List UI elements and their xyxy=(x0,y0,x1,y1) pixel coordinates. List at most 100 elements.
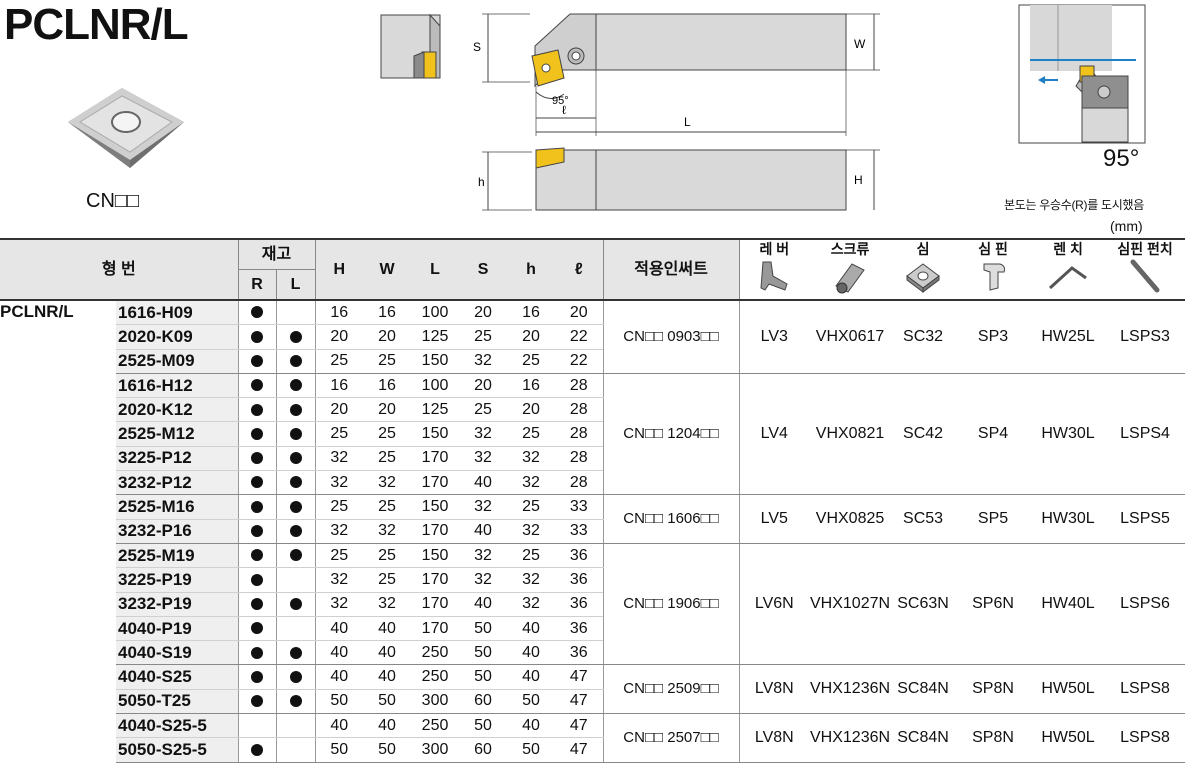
stock-l xyxy=(275,713,316,739)
stock-r xyxy=(237,640,277,666)
shim-pin-part: SP6N xyxy=(955,543,1032,666)
stock-r xyxy=(237,470,277,496)
stock-dot xyxy=(289,597,302,610)
stock-dot xyxy=(289,330,302,343)
stock-r xyxy=(237,689,277,715)
figure-note: 본도는 우승수(R)를 도시했음 xyxy=(1004,198,1144,212)
stock-dot xyxy=(251,379,264,392)
model-code: 2525-M19 xyxy=(116,543,239,569)
dim-angle-label: 95° xyxy=(552,95,569,107)
model-code: 5050-T25 xyxy=(116,689,239,715)
stock-r xyxy=(237,397,277,423)
model-code: 2525-M09 xyxy=(116,349,239,374)
header-lever: 레 버 xyxy=(739,239,810,300)
model-code: 5050-S25-5 xyxy=(116,737,239,763)
stock-dot xyxy=(251,355,264,367)
stock-l xyxy=(275,519,316,544)
dim-h: 40 xyxy=(507,713,556,739)
stock-dot xyxy=(289,452,302,465)
model-code: 1616-H09 xyxy=(116,300,239,326)
dim-H: 25 xyxy=(314,543,364,569)
header-W: W xyxy=(363,239,412,300)
dim-l: 33 xyxy=(555,494,604,520)
dim-H: 32 xyxy=(314,592,364,617)
lever-part: LV5 xyxy=(739,494,810,544)
wrench-part: HW50L xyxy=(1031,713,1106,763)
dim-h: 25 xyxy=(507,543,556,569)
dim-h: 40 xyxy=(507,664,556,690)
dim-L: 300 xyxy=(411,689,460,715)
page-title: PCLNR/L xyxy=(4,0,189,49)
header-lever-label: 레 버 xyxy=(759,241,790,257)
dim-l: 36 xyxy=(555,616,604,642)
stock-r xyxy=(237,616,277,642)
model-code: 2525-M16 xyxy=(116,494,239,520)
header-wrench: 렌 치 xyxy=(1031,239,1106,300)
stock-r xyxy=(237,737,277,763)
dim-h-label: H xyxy=(854,173,863,187)
dim-L: 150 xyxy=(411,421,460,447)
stock-l xyxy=(275,543,316,569)
spec-table: 형 번 재고 H W L S h ℓ 적용인써트 레 버 스크류 심 심 핀 xyxy=(0,238,1185,763)
stock-l xyxy=(275,446,316,472)
dim-h: 32 xyxy=(507,592,556,617)
pin-punch-part: LSPS3 xyxy=(1105,300,1185,374)
header-S: S xyxy=(459,239,508,300)
dim-S: 32 xyxy=(459,349,508,374)
dim-l: 36 xyxy=(555,543,604,569)
dim-W: 20 xyxy=(363,324,412,350)
dim-l: 47 xyxy=(555,664,604,690)
dim-l: 28 xyxy=(555,421,604,447)
header-stock-R: R xyxy=(237,269,277,300)
dim-S: 32 xyxy=(459,421,508,447)
stock-dot xyxy=(289,525,302,538)
dim-h: 50 xyxy=(507,689,556,715)
stock-dot xyxy=(289,646,302,659)
model-code: 3232-P12 xyxy=(116,470,239,496)
header-model: 형 번 xyxy=(0,239,239,300)
pin-punch-part: LSPS5 xyxy=(1105,494,1185,544)
applicable-insert: CN□□ 1906□□ xyxy=(602,543,740,666)
pin-punch-part: LSPS8 xyxy=(1105,664,1185,715)
shim-part: SC42 xyxy=(891,373,956,496)
header-wrench-label: 렌 치 xyxy=(1053,241,1083,257)
screw-part: VHX1236N xyxy=(809,664,892,715)
model-code: 4040-S25-5 xyxy=(116,713,239,739)
unit-label: (mm) xyxy=(1110,218,1143,234)
dim-S: 50 xyxy=(459,640,508,666)
approach-angle-label: 95° xyxy=(1103,145,1140,172)
dim-W: 40 xyxy=(363,713,412,739)
model-code: 4040-P19 xyxy=(116,616,239,642)
dim-S: 40 xyxy=(459,592,508,617)
lever-part: LV6N xyxy=(739,543,810,666)
dim-h: 16 xyxy=(507,300,556,326)
dim-h: 32 xyxy=(507,470,556,496)
stock-dot xyxy=(289,500,302,513)
dim-L: 125 xyxy=(411,397,460,423)
stock-r xyxy=(237,519,277,544)
stock-dot xyxy=(251,573,264,586)
stock-l xyxy=(275,421,316,447)
stock-dot xyxy=(251,330,264,343)
stock-dot xyxy=(251,525,264,538)
lever-icon xyxy=(760,261,788,291)
stock-dot xyxy=(251,306,264,319)
dim-W: 25 xyxy=(363,421,412,447)
dim-L: 300 xyxy=(411,737,460,763)
dim-H: 32 xyxy=(314,470,364,496)
dim-l: 36 xyxy=(555,640,604,666)
stock-r xyxy=(237,543,277,569)
applicable-insert: CN□□ 2509□□ xyxy=(602,664,740,715)
dim-h: 25 xyxy=(507,421,556,447)
shim-part: SC53 xyxy=(891,494,956,544)
dim-W: 25 xyxy=(363,543,412,569)
dim-l: 28 xyxy=(555,446,604,472)
stock-r xyxy=(237,300,277,326)
dim-H: 25 xyxy=(314,349,364,374)
